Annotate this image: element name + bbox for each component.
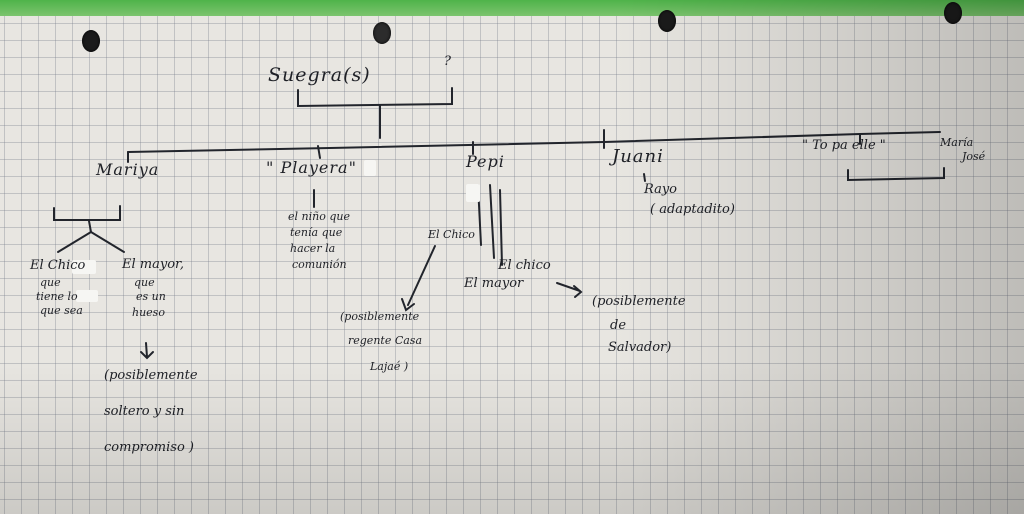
whiteout-patch bbox=[364, 160, 376, 176]
whiteout-patch bbox=[466, 184, 480, 202]
mariya-child-2-desc: hueso bbox=[132, 306, 165, 319]
pepi-arrow-left bbox=[401, 245, 436, 312]
juani-stem bbox=[643, 173, 646, 182]
mariya-child-1-desc: tiene lo bbox=[36, 290, 78, 303]
juani-child-note: ( adaptadito) bbox=[650, 202, 735, 217]
mariya-child-1-label: El Chico bbox=[30, 258, 86, 273]
mariya-child-1-desc: que sea bbox=[40, 304, 83, 317]
pepi-child-3-label: El chico bbox=[498, 258, 551, 273]
pepi-child-3-note: de bbox=[610, 318, 627, 333]
mariya-child-2 bbox=[90, 231, 125, 253]
mariya-child-2-label: El mayor, bbox=[122, 257, 184, 272]
playera-desc: el niño que bbox=[288, 210, 350, 223]
node-mariya: Mariya bbox=[96, 160, 160, 179]
pepi-child-2-label: El mayor bbox=[464, 276, 524, 291]
mariya-child-1-desc: que bbox=[40, 276, 61, 289]
mariya-bracket bbox=[53, 205, 121, 221]
green-top-band bbox=[0, 0, 1024, 16]
branch-playera bbox=[317, 145, 321, 159]
binder-hole bbox=[82, 30, 100, 52]
pepi-child-1-label: El Chico bbox=[428, 228, 475, 241]
whiteout-patch bbox=[76, 290, 98, 302]
mariya-stem bbox=[88, 220, 92, 233]
playera-desc: tenía que bbox=[290, 226, 343, 239]
node-topaelle: " To pa elle " bbox=[802, 138, 886, 153]
pepi-lines bbox=[477, 184, 503, 266]
node-playera: " Playera" bbox=[266, 158, 357, 177]
root-question: ? bbox=[444, 54, 451, 69]
root-label: Suegra(s) bbox=[268, 64, 371, 86]
mariya-arrow bbox=[140, 342, 154, 360]
pepi-child-3-note: (posiblemente bbox=[592, 294, 686, 309]
playera-desc: hacer la bbox=[290, 242, 336, 255]
mariya-child-2-desc: que bbox=[134, 276, 155, 289]
root-bracket bbox=[297, 87, 453, 108]
mariya-child-1 bbox=[57, 231, 92, 253]
mariya-note: (posiblemente bbox=[104, 368, 198, 383]
playera-desc: comunión bbox=[292, 258, 347, 271]
mariya-child-2-desc: es un bbox=[136, 290, 166, 303]
pepi-child-1-note: (posiblemente bbox=[340, 310, 420, 323]
mariya-note: compromiso ) bbox=[104, 440, 194, 455]
binder-hole bbox=[944, 2, 962, 24]
juani-child-label: Rayo bbox=[644, 182, 678, 197]
pepi-child-1-note: regente Casa bbox=[348, 334, 423, 347]
node-pepi: Pepi bbox=[466, 152, 505, 171]
pepi-arrow-right bbox=[556, 282, 583, 298]
binder-hole bbox=[658, 10, 676, 32]
node-juani: Juani bbox=[612, 146, 664, 167]
whiteout-patch bbox=[72, 260, 96, 274]
partner-line-2: José bbox=[962, 150, 986, 163]
pepi-child-1-note: Lajaé ) bbox=[370, 360, 409, 373]
pepi-child-3-note: Salvador) bbox=[608, 340, 672, 355]
binder-hole bbox=[373, 22, 391, 44]
topaelle-bracket bbox=[847, 167, 945, 182]
mariya-note: soltero y sin bbox=[104, 404, 185, 419]
partner-line-1: María bbox=[940, 136, 974, 149]
